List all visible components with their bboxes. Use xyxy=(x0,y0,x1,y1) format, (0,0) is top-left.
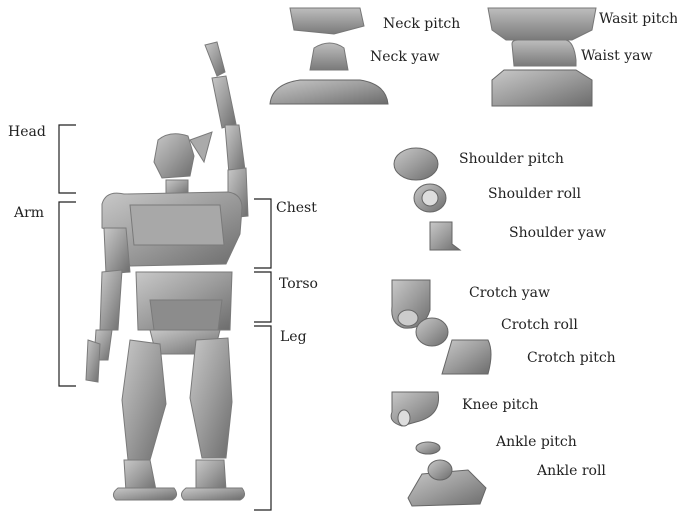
arm-label: Arm xyxy=(14,205,44,221)
head-label: Head xyxy=(8,124,46,140)
neck-base-part xyxy=(270,80,388,104)
waist-pitch-part xyxy=(488,8,596,40)
crotch-roll-part xyxy=(416,318,448,346)
crotch-pitch-part xyxy=(442,340,491,374)
crotch-yaw-label: Crotch yaw xyxy=(469,285,550,301)
neck-pitch-part xyxy=(290,8,364,34)
humanoid-robot xyxy=(86,42,248,500)
knee-pitch-label: Knee pitch xyxy=(462,397,538,413)
arm-bracket xyxy=(59,202,76,386)
ankle-pitch-label: Ankle pitch xyxy=(496,434,577,450)
waist-pitch-label: Wasit pitch xyxy=(599,11,677,27)
shoulder-pitch-part xyxy=(394,148,438,180)
chest-bracket xyxy=(254,199,271,268)
shoulder-roll-label: Shoulder roll xyxy=(488,186,581,202)
torso-bracket xyxy=(254,272,271,322)
ankle-roll-part xyxy=(408,460,486,506)
crotch-pitch-label: Crotch pitch xyxy=(527,350,616,366)
shoulder-yaw-label: Shoulder yaw xyxy=(509,225,606,241)
neck-yaw-label: Neck yaw xyxy=(370,49,440,65)
crotch-roll-label: Crotch roll xyxy=(501,317,578,333)
waist-base-part xyxy=(492,70,592,106)
ankle-pitch-part xyxy=(416,442,440,454)
neck-pitch-label: Neck pitch xyxy=(383,16,460,32)
waist-yaw-part xyxy=(512,40,576,66)
neck-yaw-part xyxy=(310,43,348,70)
shoulder-yaw-part xyxy=(430,222,460,250)
waist-yaw-label: Waist yaw xyxy=(581,48,653,64)
torso-label: Torso xyxy=(279,276,318,292)
shoulder-roll-part xyxy=(414,184,446,212)
shoulder-pitch-label: Shoulder pitch xyxy=(459,151,564,167)
knee-pitch-part xyxy=(391,392,438,426)
ankle-roll-label: Ankle roll xyxy=(537,463,606,479)
leg-label: Leg xyxy=(280,329,307,345)
leg-bracket xyxy=(254,326,271,510)
head-bracket xyxy=(59,125,76,193)
chest-label: Chest xyxy=(276,200,317,216)
